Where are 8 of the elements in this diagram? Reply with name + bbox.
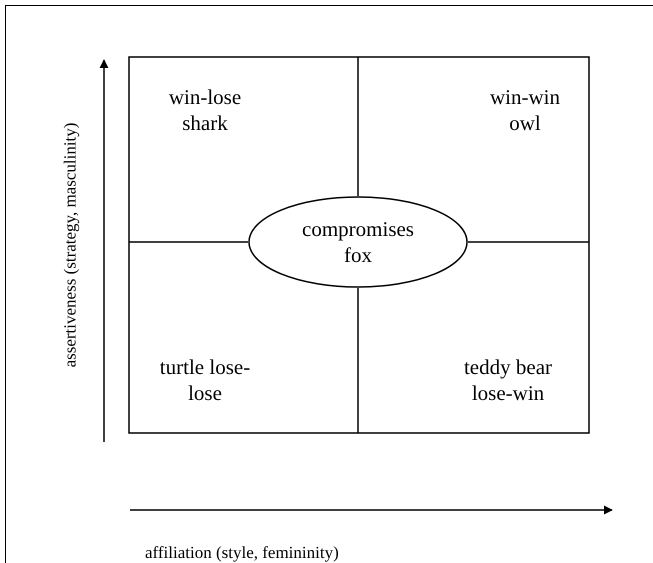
axis-label: assertiveness (strategy, masculinity) — [60, 122, 80, 368]
quadrant-label: win-win owl — [489, 84, 561, 136]
quadrant-label: turtle lose-lose — [158, 354, 252, 406]
axis-label: affiliation (style, femininity) — [145, 543, 339, 563]
quadrant-label: teddy bear lose-win — [462, 354, 554, 406]
ellipse — [248, 196, 468, 288]
quadrant-label: win-lose shark — [168, 84, 242, 136]
ellipse-label: compromises fox — [301, 216, 415, 268]
